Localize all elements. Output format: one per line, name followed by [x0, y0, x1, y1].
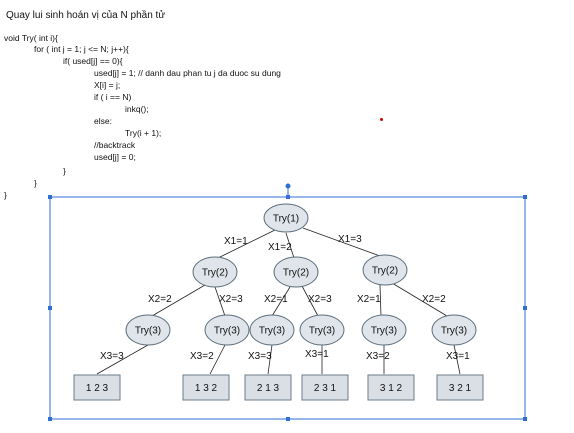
- tree-edge: [285, 232, 295, 259]
- tree-node-label: Try(2): [283, 268, 309, 279]
- resize-handle-top[interactable]: [286, 195, 290, 199]
- resize-handle-right[interactable]: [523, 306, 527, 310]
- tree-node: [362, 254, 408, 286]
- permutation-label: 1 3 2: [195, 383, 218, 394]
- edge-label: X2=1: [357, 294, 381, 305]
- edge-label: X1=2: [268, 242, 292, 253]
- rotate-handle[interactable]: [285, 183, 291, 189]
- tree-node-root: [263, 203, 309, 233]
- code-line: void Try( int i){: [4, 33, 58, 43]
- resize-handle-top-left[interactable]: [48, 195, 52, 199]
- tree-edge: [214, 286, 226, 317]
- tree-edge: [379, 284, 382, 317]
- resize-handle-left[interactable]: [48, 306, 52, 310]
- permutation-box: [436, 374, 484, 401]
- tree-node: [192, 256, 238, 288]
- code-line: X[i] = j;: [94, 80, 121, 90]
- tree-node: [249, 314, 295, 346]
- permutation-label: 2 3 1: [314, 383, 337, 394]
- edge-label: X2=3: [219, 294, 243, 305]
- edge-label: X3=2: [190, 351, 214, 362]
- tree-edge: [391, 282, 448, 317]
- resize-handle-bottom-left[interactable]: [48, 417, 52, 421]
- tree-node: [204, 314, 250, 346]
- code-line: for ( int j = 1; j <= N; j++){: [34, 44, 129, 54]
- tree-node-label: Try(3): [371, 326, 397, 337]
- code-line: if ( i == N): [94, 92, 132, 102]
- code-line: //backtrack: [94, 140, 136, 150]
- tree-node: [361, 314, 407, 346]
- permutation-box: [244, 374, 292, 401]
- tree-node-label: Try(2): [202, 268, 228, 279]
- edge-label: X3=1: [305, 349, 329, 360]
- code-line: inkq();: [125, 104, 149, 114]
- resize-handle-bottom-right[interactable]: [523, 417, 527, 421]
- code-line: Try(i + 1);: [125, 128, 162, 138]
- tree-edge: [209, 344, 226, 375]
- permutation-box: [73, 374, 121, 401]
- tree-edge: [267, 344, 273, 375]
- edge-label: X3=2: [366, 351, 390, 362]
- code-line: else:: [94, 116, 112, 126]
- code-line: }: [4, 190, 7, 200]
- permutation-box: [301, 374, 349, 401]
- code-line: used[j] = 1; // danh dau phan tu j da du…: [94, 68, 281, 78]
- tree-node: [125, 314, 171, 346]
- code-line: if( used[j] == 0){: [63, 56, 123, 66]
- edge-label: X3=3: [248, 351, 272, 362]
- code-line: used[j] = 0;: [94, 152, 136, 162]
- tree-node-label: Try(2): [372, 266, 398, 277]
- permutation-box: [182, 374, 230, 401]
- edge-label: X3=3: [100, 351, 124, 362]
- tree-node: [299, 314, 345, 346]
- tree-edge: [453, 344, 461, 375]
- slide-title: Quay lui sinh hoán vị của N phần tử: [6, 10, 166, 21]
- edge-label: X2=1: [264, 294, 288, 305]
- edge-label: X2=2: [422, 294, 446, 305]
- permutation-label: 2 1 3: [257, 383, 280, 394]
- permutation-label: 1 2 3: [86, 383, 109, 394]
- tree-edge: [302, 227, 381, 257]
- edge-label: X1=1: [224, 236, 248, 247]
- tree-edge: [271, 286, 291, 317]
- code-line: }: [63, 166, 66, 176]
- tree-node-label: Try(1): [273, 214, 299, 225]
- edge-label: X2=3: [308, 294, 332, 305]
- tree-node-label: Try(3): [441, 326, 467, 337]
- code-line: }: [34, 178, 37, 188]
- permutation-label: 3 1 2: [380, 383, 403, 394]
- red-dot-mark: [380, 118, 383, 121]
- permutation-label: 3 2 1: [449, 383, 472, 394]
- tree-node: [273, 256, 319, 288]
- tree-node-label: Try(3): [135, 326, 161, 337]
- edge-label: X2=2: [148, 294, 172, 305]
- tree-node-label: Try(3): [259, 326, 285, 337]
- tree-edge: [151, 284, 206, 317]
- edge-label: X1=3: [338, 234, 362, 245]
- tree-edge: [96, 344, 149, 375]
- resize-handle-bottom[interactable]: [286, 417, 290, 421]
- tree-node-label: Try(3): [309, 326, 335, 337]
- tree-node: [431, 314, 477, 346]
- edge-label: X3=1: [446, 351, 470, 362]
- tree-node-label: Try(3): [214, 326, 240, 337]
- permutation-box: [367, 374, 415, 401]
- resize-handle-top-right[interactable]: [523, 195, 527, 199]
- tree-edge: [301, 285, 319, 317]
- tree-edge: [217, 229, 276, 259]
